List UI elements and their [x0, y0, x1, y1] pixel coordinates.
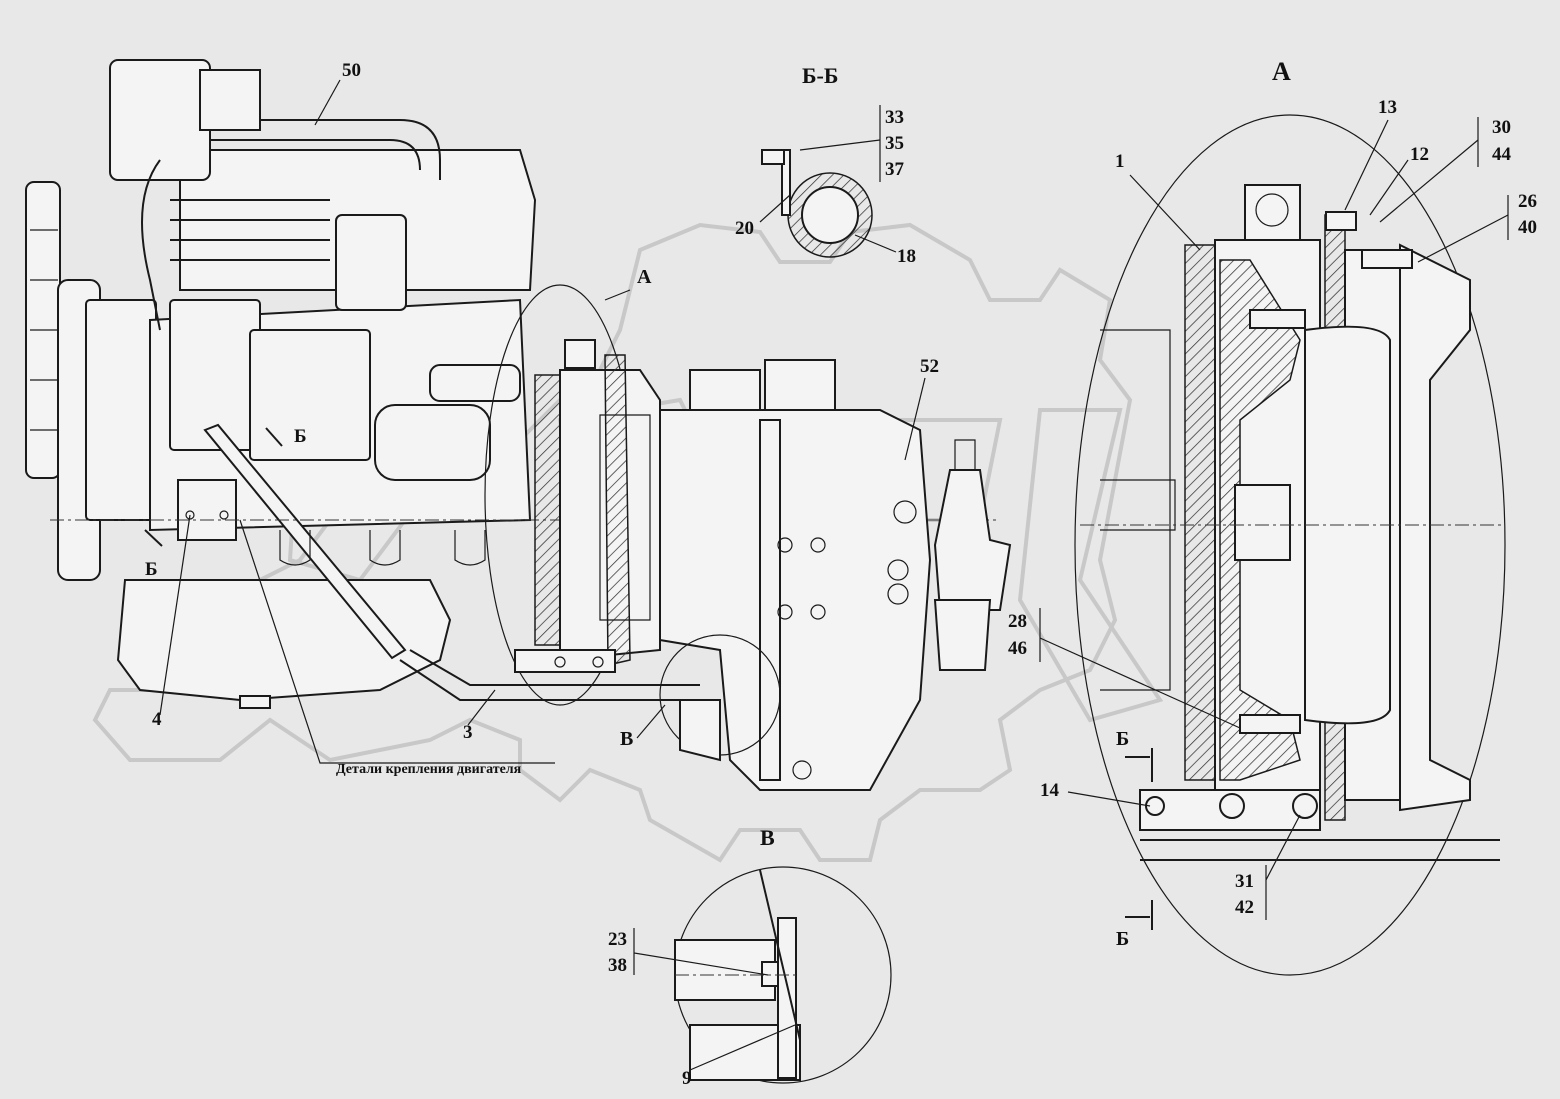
callout-20: 20 [735, 218, 754, 239]
callout-26: 26 [1518, 191, 1537, 212]
section-bb [761, 105, 881, 258]
callout-13: 13 [1378, 97, 1397, 118]
view-v-marker-label: В [620, 728, 633, 750]
leader-lines [159, 79, 1509, 1071]
gearbox [659, 359, 1012, 791]
callout-37: 37 [885, 159, 905, 180]
section-b-mark-engine-lower: Б [145, 559, 158, 580]
callout-23: 23 [608, 929, 627, 950]
view-v-title: В [760, 825, 775, 850]
detail-view-a [1039, 114, 1509, 976]
starter-motor [374, 404, 491, 481]
flywheel-housing [1184, 244, 1216, 781]
callout-14: 14 [1040, 780, 1060, 801]
section-b-mark-detail-top: Б [1116, 728, 1129, 750]
callout-labels: 50 4 3 52 1 13 12 30 44 26 40 28 46 14 3… [152, 60, 1537, 1089]
callout-35: 35 [885, 133, 904, 154]
section-b-mark-detail-bottom: Б [1116, 928, 1129, 950]
callout-40: 40 [1518, 217, 1537, 238]
support-bar [399, 649, 700, 701]
callout-42: 42 [1235, 897, 1254, 918]
section-b-mark-engine-upper: Б [294, 426, 307, 447]
callout-4: 4 [152, 709, 162, 730]
callout-1: 1 [1115, 151, 1125, 172]
callout-44: 44 [1492, 144, 1512, 165]
detail-view-v [633, 866, 892, 1084]
intake-pipe [195, 119, 441, 180]
gearbox-housing [659, 409, 932, 791]
clutch-housing [484, 284, 661, 706]
callout-52: 52 [920, 356, 939, 377]
view-a-marker-label: А [637, 266, 652, 288]
engine-mount-parts-label: Детали крепления двигателя [336, 762, 522, 777]
engine-mount-note: Детали крепления двигателя [336, 762, 522, 777]
callout-33: 33 [885, 107, 904, 128]
callout-50: 50 [342, 60, 361, 81]
section-labels: Б-Б А А В В Б Б Б Б [145, 57, 1291, 950]
section-bb-title: Б-Б [802, 63, 838, 88]
shift-tower [933, 469, 1012, 611]
dipstick-tube [203, 423, 407, 660]
callout-30: 30 [1492, 117, 1511, 138]
view-a-title: А [1272, 57, 1291, 86]
fuel-filter [335, 214, 407, 311]
callout-38: 38 [608, 955, 627, 976]
callout-3: 3 [463, 722, 473, 743]
detail-a-outline [1074, 114, 1506, 976]
callout-46: 46 [1008, 638, 1027, 659]
callout-9: 9 [682, 1068, 692, 1089]
engine-assembly [25, 59, 1000, 709]
oil-pan [116, 579, 452, 702]
mount-bracket [177, 479, 237, 541]
callout-12: 12 [1410, 144, 1429, 165]
thermostat-housing [109, 59, 211, 181]
callout-31: 31 [1235, 871, 1254, 892]
callout-28: 28 [1008, 611, 1027, 632]
callout-18: 18 [897, 246, 916, 267]
